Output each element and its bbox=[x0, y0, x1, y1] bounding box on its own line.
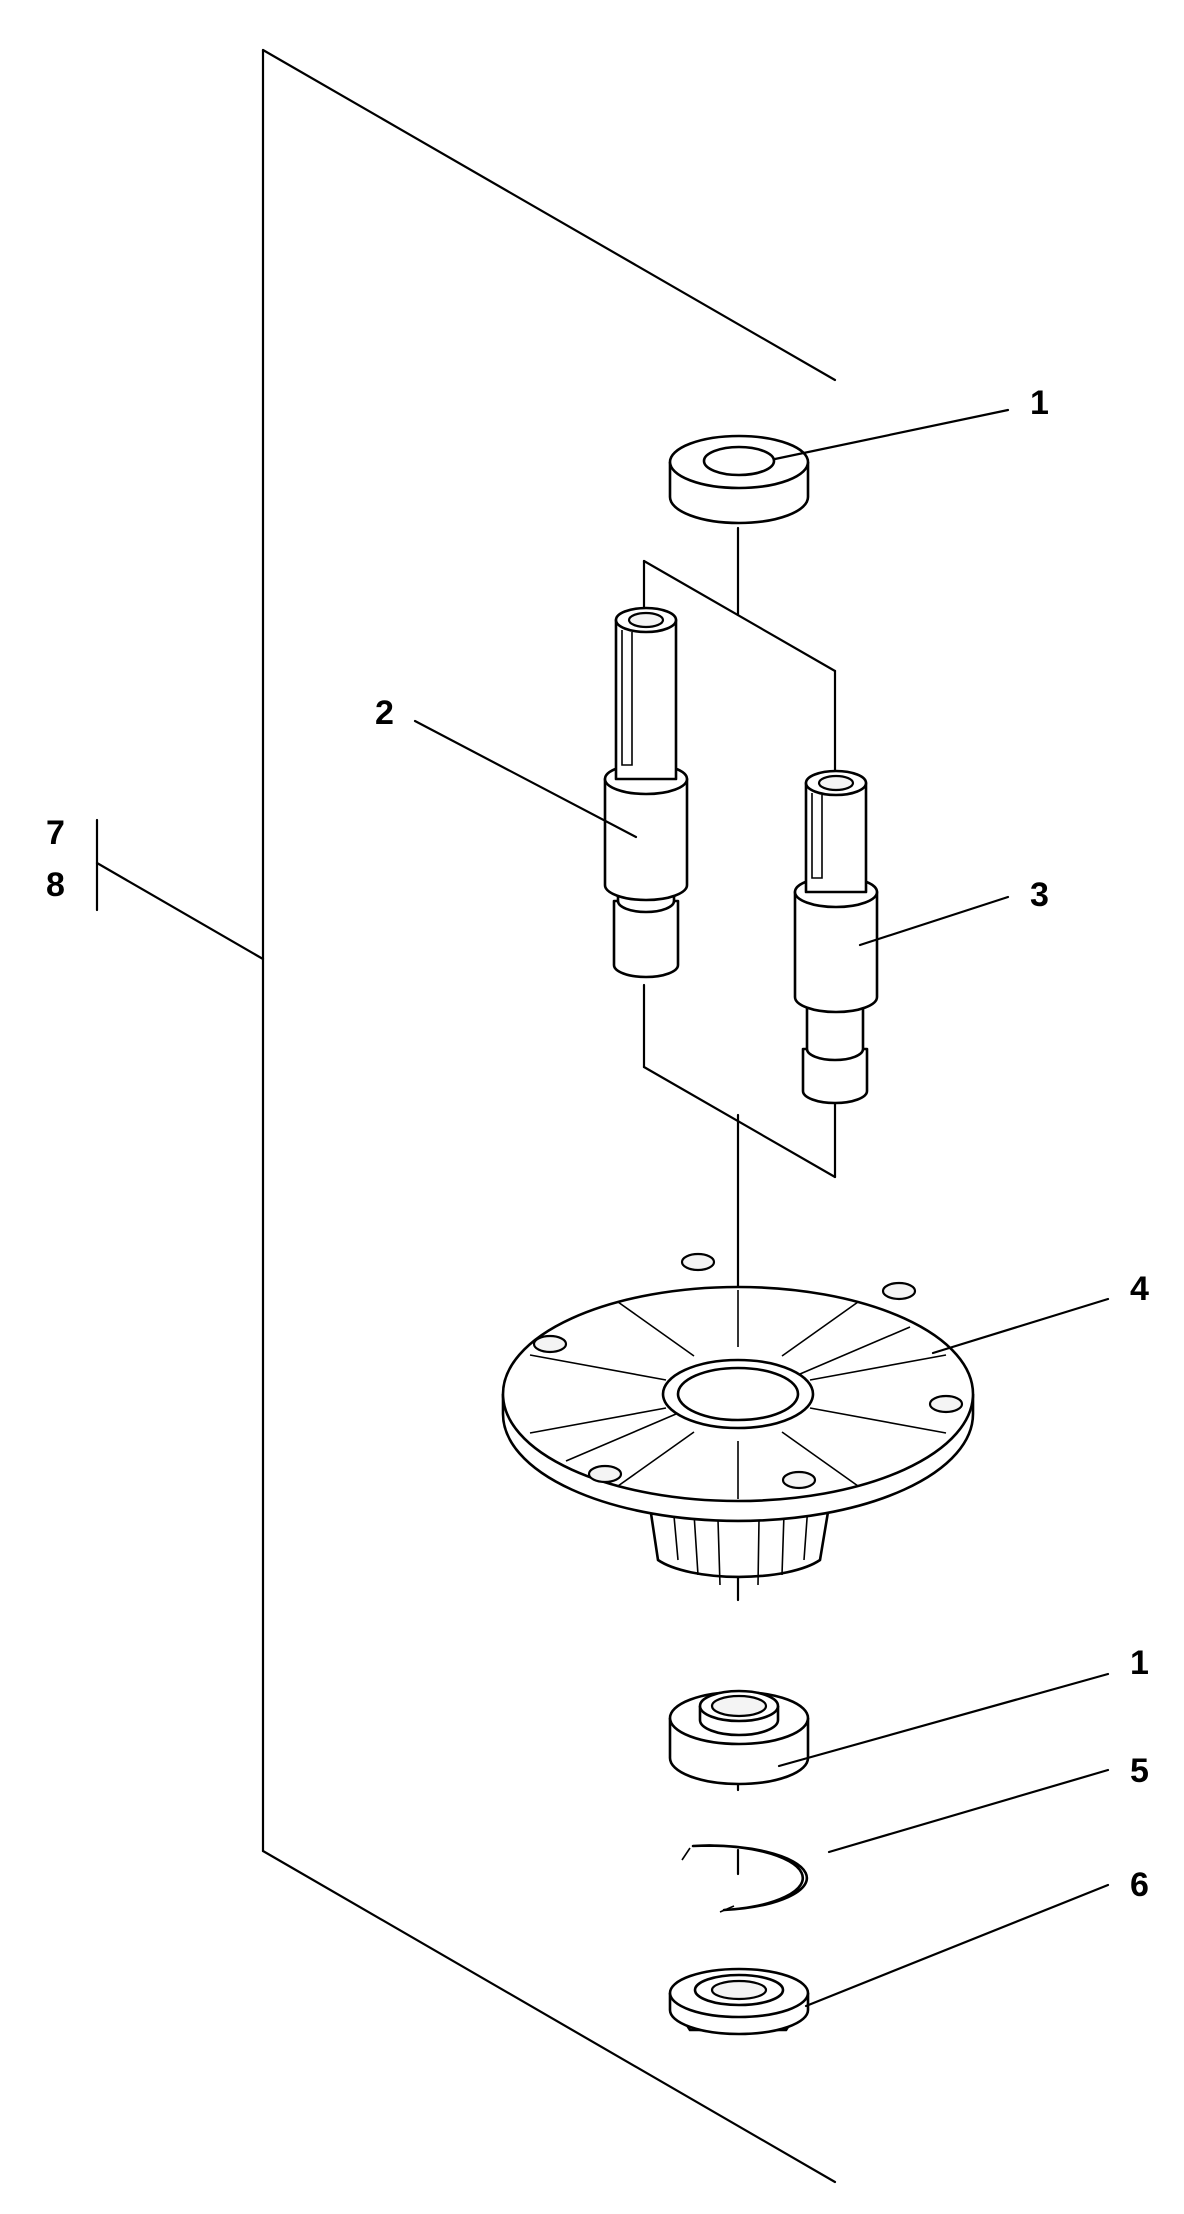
callout-1-top: 1 bbox=[1030, 384, 1049, 422]
leader-lines bbox=[95, 408, 1110, 2008]
bearing-bottom bbox=[668, 1689, 810, 1786]
callout-6: 6 bbox=[1130, 1866, 1149, 1904]
pin-subassembly-box bbox=[642, 559, 837, 1179]
callout-8: 8 bbox=[46, 866, 65, 904]
pin-2 bbox=[603, 606, 689, 979]
housing-flange bbox=[501, 1252, 975, 1586]
callout-7: 7 bbox=[46, 814, 65, 852]
bearing-top bbox=[668, 434, 810, 525]
pin-3 bbox=[793, 769, 879, 1105]
callout-1-bottom: 1 bbox=[1130, 1644, 1149, 1682]
callout-labels: 1 2 3 4 1 5 6 7 8 bbox=[46, 384, 1149, 1904]
callout-5: 5 bbox=[1130, 1752, 1149, 1790]
callout-2: 2 bbox=[375, 694, 394, 732]
retaining-ring bbox=[681, 1844, 809, 1913]
callout-3: 3 bbox=[1030, 876, 1049, 914]
callout-4: 4 bbox=[1130, 1270, 1149, 1308]
assembly-frame bbox=[261, 48, 837, 2184]
nut-seal bbox=[668, 1967, 810, 2036]
